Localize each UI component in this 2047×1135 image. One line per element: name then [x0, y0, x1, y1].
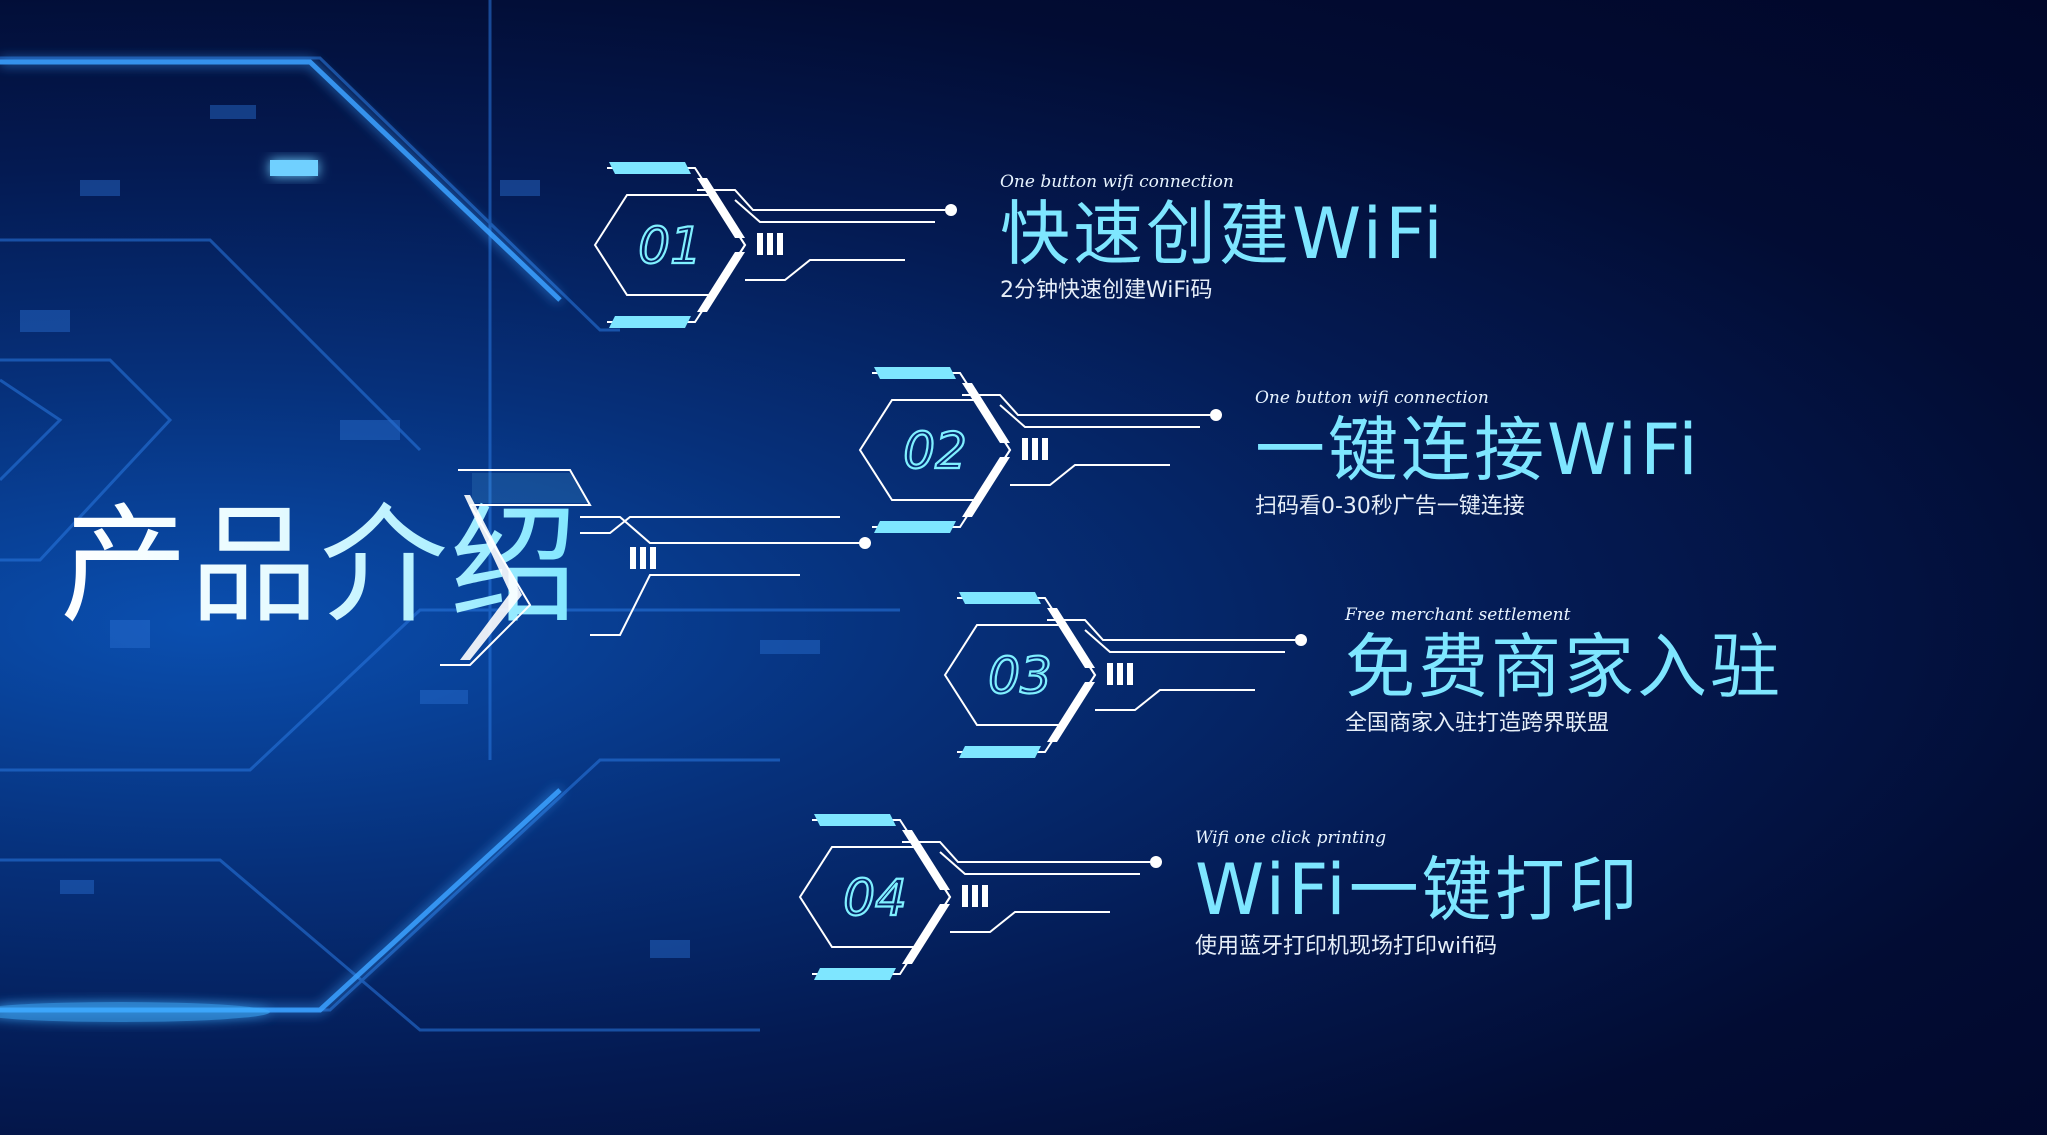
- item-badge-1: 01: [585, 160, 957, 330]
- title-connector: [440, 469, 871, 666]
- item-title: 一键连接WiFi: [1255, 409, 1701, 491]
- item-badge-3: 03: [935, 590, 1307, 760]
- item-badge-4: 04: [790, 812, 1162, 982]
- item-description: 全国商家入驻打造跨界联盟: [1345, 711, 1610, 736]
- item-subtitle-en: One button wifi connection: [1255, 388, 1489, 408]
- item-number: 01: [638, 217, 702, 275]
- item-subtitle-en: Free merchant settlement: [1345, 605, 1571, 625]
- item-subtitle-en: One button wifi connection: [1000, 172, 1234, 192]
- item-title: WiFi一键打印: [1195, 849, 1641, 931]
- item-number: 04: [843, 869, 907, 927]
- item-title: 免费商家入驻: [1345, 626, 1783, 708]
- item-description: 使用蓝牙打印机现场打印wifi码: [1195, 934, 1497, 959]
- item-number: 02: [903, 422, 967, 480]
- item-title: 快速创建WiFi: [1000, 193, 1446, 275]
- item-description: 2分钟快速创建WiFi码: [1000, 278, 1213, 303]
- item-subtitle-en: Wifi one click printing: [1195, 828, 1387, 848]
- item-number: 03: [988, 647, 1052, 705]
- page-title: 产品介绍: [60, 492, 581, 641]
- item-description: 扫码看0-30秒广告一键连接: [1255, 494, 1525, 519]
- item-badge-2: 02: [850, 365, 1222, 535]
